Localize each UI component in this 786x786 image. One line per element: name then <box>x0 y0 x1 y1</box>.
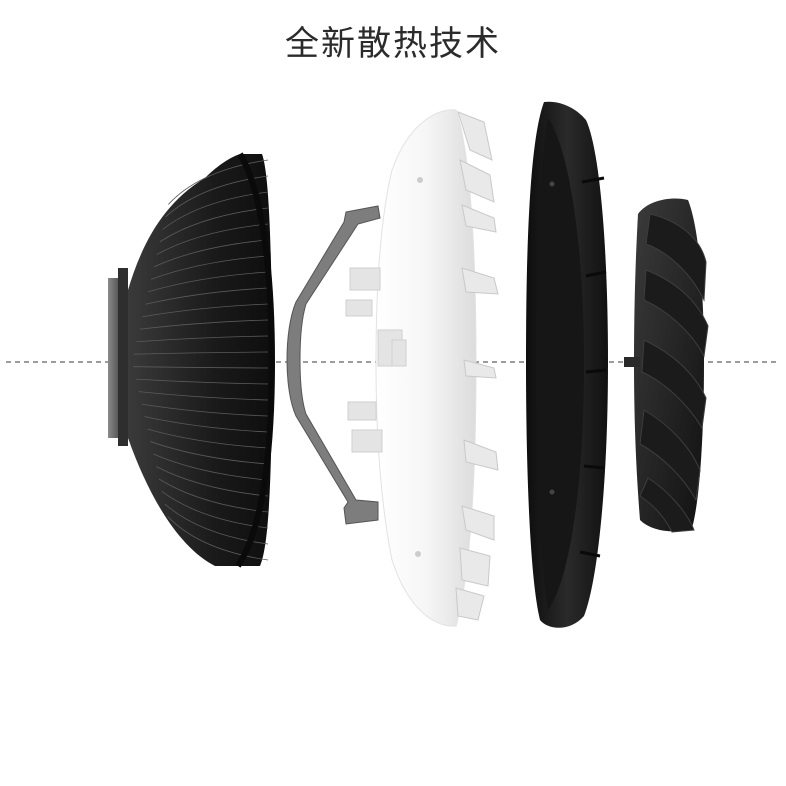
heatsink-fin <box>167 516 269 561</box>
heatsink-fin <box>142 303 269 318</box>
heatsink <box>108 152 276 568</box>
heatsink-fin <box>153 453 269 481</box>
heatsink-fin <box>136 335 269 343</box>
heatsink-fin <box>133 366 269 369</box>
heatsink-fin <box>147 428 269 449</box>
heatsink-fin <box>156 223 269 255</box>
heatsink-fin <box>158 478 269 513</box>
fan-blades <box>624 198 709 533</box>
heatsink-fin <box>138 391 269 401</box>
heatsink-fin-body <box>128 154 272 566</box>
heatsink-fin <box>159 207 269 243</box>
heatsink-fin <box>145 287 269 305</box>
bracket-side-fins <box>455 111 499 621</box>
heatsink-fin <box>164 503 269 545</box>
fan-frame <box>526 101 608 628</box>
heatsink-fin <box>139 319 269 330</box>
heatsink-fin <box>153 239 269 268</box>
heatsink-fin <box>168 159 269 205</box>
heatsink-fin-lines <box>133 159 269 561</box>
mounting-bracket <box>286 109 499 627</box>
fan-shaft <box>624 357 640 367</box>
heatsink-fin <box>133 351 269 355</box>
heatsink-fin <box>155 466 269 497</box>
heatsink-fin <box>141 403 269 417</box>
heatsink-fin <box>148 271 269 293</box>
heatsink-fin <box>135 378 269 385</box>
heatsink-fin <box>144 416 269 433</box>
page-title: 全新散热技术 <box>285 24 501 64</box>
heatsink-fin <box>150 441 269 465</box>
heatsink-fin <box>150 255 269 280</box>
retention-clip <box>286 205 381 525</box>
